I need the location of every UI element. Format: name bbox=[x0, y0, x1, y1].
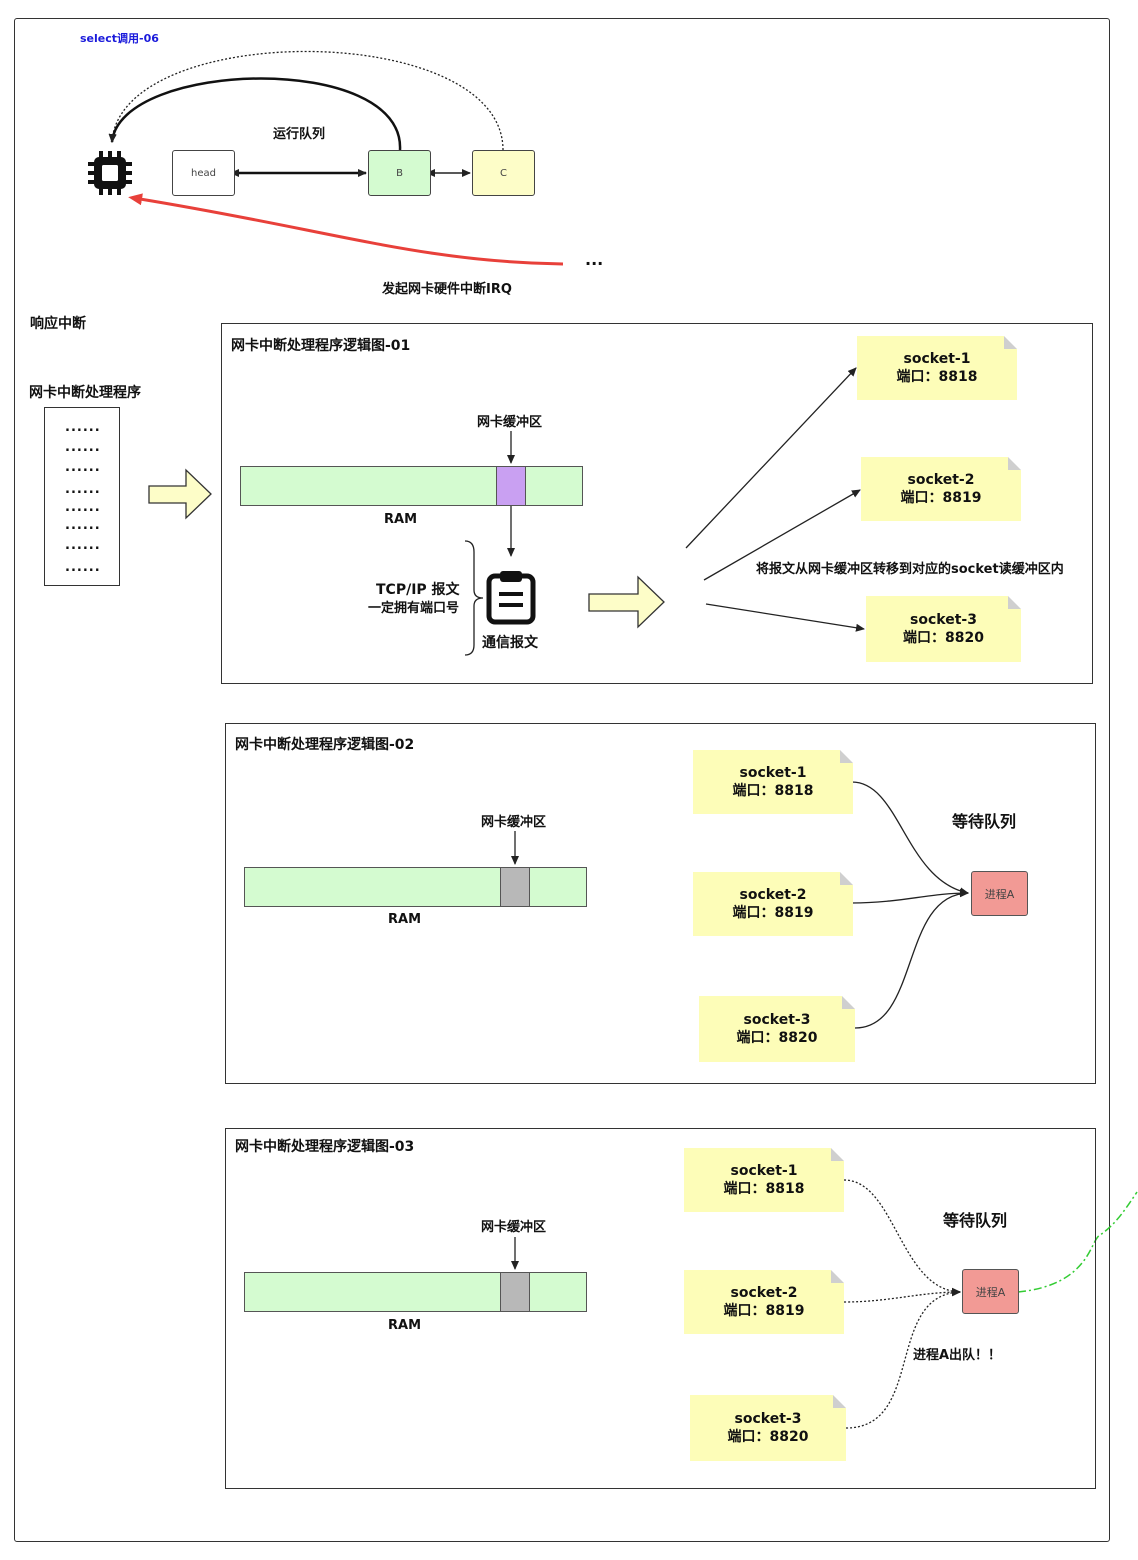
p1-socket-3-note: socket-3 端口：8820 bbox=[866, 596, 1021, 662]
code-line: ...... bbox=[65, 420, 101, 435]
socket-name: socket-2 bbox=[730, 1285, 798, 1301]
p3-process-a: 进程A bbox=[962, 1269, 1019, 1314]
code-line: ...... bbox=[65, 500, 101, 515]
panel1-title: 网卡中断处理程序逻辑图-01 bbox=[231, 338, 411, 354]
code-line: ...... bbox=[65, 460, 101, 475]
bold-b-to-cpu bbox=[108, 77, 402, 151]
p1-brace bbox=[464, 540, 484, 656]
p3-buffer-label: 网卡缓冲区 bbox=[481, 1220, 547, 1235]
p3-socket-1-note: socket-1 端口：8818 bbox=[684, 1148, 844, 1212]
panel2-title: 网卡中断处理程序逻辑图-02 bbox=[235, 737, 415, 753]
p2-process-a: 进程A bbox=[971, 871, 1028, 916]
outer-frame bbox=[14, 18, 1110, 1542]
p1-arrow-socket3 bbox=[705, 603, 865, 632]
run-queue-label: 运行队列 bbox=[273, 127, 326, 142]
p1-buffer-label: 网卡缓冲区 bbox=[477, 415, 543, 430]
socket-name: socket-1 bbox=[903, 351, 971, 367]
socket-name: socket-3 bbox=[734, 1411, 802, 1427]
p2-wait-queue-label: 等待队列 bbox=[952, 812, 1017, 831]
p2-ram-label: RAM bbox=[388, 912, 422, 927]
code-line: ...... bbox=[65, 440, 101, 455]
socket-port: 端口：8818 bbox=[896, 369, 978, 385]
p1-transfer-label: 将报文从网卡缓冲区转移到对应的socket读缓冲区内 bbox=[756, 562, 1064, 577]
code-line: ...... bbox=[65, 560, 101, 575]
code-line: ...... bbox=[65, 518, 101, 533]
handler-code-box: ...... ...... ...... ...... ...... .....… bbox=[44, 407, 120, 586]
p1-arrow-socket1 bbox=[685, 367, 857, 549]
p1-socket-2-note: socket-2 端口：8819 bbox=[861, 457, 1021, 521]
socket-port: 端口：8820 bbox=[736, 1030, 818, 1046]
p1-arrow-socket2 bbox=[703, 489, 861, 581]
p2-ram-bar bbox=[244, 867, 587, 907]
socket-name: socket-1 bbox=[730, 1163, 798, 1179]
socket-name: socket-1 bbox=[739, 765, 807, 781]
p1-socket-1-note: socket-1 端口：8818 bbox=[857, 336, 1017, 400]
p2-socket-2-note: socket-2 端口：8819 bbox=[693, 872, 853, 936]
socket-port: 端口：8819 bbox=[732, 905, 814, 921]
panel-logic-01 bbox=[221, 323, 1093, 684]
socket-port: 端口：8819 bbox=[723, 1303, 805, 1319]
p3-ram-label: RAM bbox=[388, 1318, 422, 1333]
hollow-arrow-left bbox=[148, 468, 212, 520]
panel3-title: 网卡中断处理程序逻辑图-03 bbox=[235, 1139, 415, 1155]
p2-buffer-label: 网卡缓冲区 bbox=[481, 815, 547, 830]
p2-buffer-slot bbox=[500, 867, 530, 907]
select-call-label: select调用-06 bbox=[80, 32, 159, 45]
hollow-arrow-panel1 bbox=[588, 575, 665, 629]
p3-buffer-slot bbox=[500, 1272, 530, 1312]
dotted-c-to-cpu bbox=[108, 50, 504, 151]
p2-socket-1-note: socket-1 端口：8818 bbox=[693, 750, 853, 814]
p1-port-note: 一定拥有端口号 bbox=[368, 601, 460, 616]
p3-socket-2-note: socket-2 端口：8819 bbox=[684, 1270, 844, 1334]
p1-buffer-slot bbox=[496, 466, 526, 506]
p3-wait-queue-label: 等待队列 bbox=[943, 1211, 1008, 1230]
p2-curve-socket2 bbox=[851, 889, 969, 904]
p2-curve-socket1 bbox=[851, 781, 969, 896]
panel-logic-02 bbox=[225, 723, 1096, 1084]
socket-name: socket-2 bbox=[739, 887, 807, 903]
p3-dequeue-label: 进程A出队！！ bbox=[913, 1348, 1002, 1363]
p3-curve-socket3 bbox=[845, 1288, 961, 1429]
socket-port: 端口：8820 bbox=[727, 1429, 809, 1445]
irq-label: 发起网卡硬件中断IRQ bbox=[382, 282, 512, 297]
p1-tcp-label: TCP/IP 报文 bbox=[376, 582, 460, 598]
p2-socket-3-note: socket-3 端口：8820 bbox=[699, 996, 855, 1062]
p3-curve-socket1 bbox=[843, 1179, 961, 1296]
code-line: ...... bbox=[65, 482, 101, 497]
socket-name: socket-3 bbox=[910, 612, 977, 628]
queue-node-head: head bbox=[172, 150, 235, 196]
code-line: ...... bbox=[65, 538, 101, 553]
socket-port: 端口：8820 bbox=[903, 630, 984, 646]
socket-port: 端口：8819 bbox=[900, 490, 982, 506]
socket-port: 端口：8818 bbox=[732, 783, 814, 799]
handler-label: 网卡中断处理程序 bbox=[29, 385, 141, 401]
p1-packet-label: 通信报文 bbox=[482, 635, 538, 651]
socket-name: socket-3 bbox=[743, 1012, 811, 1028]
socket-name: socket-2 bbox=[907, 472, 975, 488]
panel-logic-03 bbox=[225, 1128, 1096, 1489]
irq-arrow bbox=[128, 193, 564, 266]
socket-port: 端口：8818 bbox=[723, 1181, 805, 1197]
p2-curve-socket3 bbox=[854, 889, 969, 1029]
p1-ram-label: RAM bbox=[384, 512, 418, 527]
p3-ram-bar bbox=[244, 1272, 587, 1312]
queue-node-c: C bbox=[472, 150, 535, 196]
ellipsis-label: ... bbox=[585, 250, 604, 269]
p3-socket-3-note: socket-3 端口：8820 bbox=[690, 1395, 846, 1461]
p3-curve-socket2 bbox=[843, 1288, 961, 1303]
respond-interrupt-label: 响应中断 bbox=[30, 316, 86, 332]
p3-dequeue-dashline bbox=[1017, 1191, 1138, 1293]
queue-node-b: B bbox=[368, 150, 431, 196]
